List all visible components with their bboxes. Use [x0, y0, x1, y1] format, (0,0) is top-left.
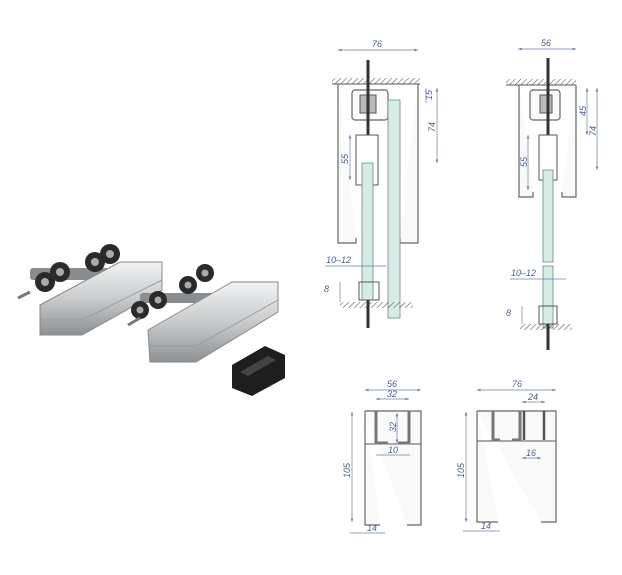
glass-clamp-1	[39, 261, 163, 336]
glass-clamp-2	[147, 281, 279, 363]
drawing-single-profile: 56 32 32 10 105 14	[342, 379, 422, 534]
dim-channel-width: 32	[387, 389, 397, 399]
dim-floor-guide: 8	[324, 284, 329, 294]
dim-width: 56	[541, 38, 551, 48]
dim-height: 74	[588, 126, 598, 136]
dim-lip: 14	[367, 523, 377, 533]
dim-slot: 16	[526, 448, 536, 458]
dim-glass-thickness: 10–12	[326, 255, 351, 265]
drawing-double-door: 76 15 74 55 10–12 8	[324, 39, 439, 328]
dim-clamp: 55	[519, 156, 529, 167]
dim-lip: 14	[481, 521, 491, 531]
dim-top-gap: 45	[578, 105, 588, 116]
drawing-single-door: 56 45 74 55 10–12 8	[506, 38, 599, 350]
dim-floor-guide: 8	[506, 308, 511, 318]
dim-channel-height: 32	[388, 422, 398, 432]
dim-height: 74	[427, 122, 437, 132]
dim-width: 76	[512, 379, 522, 389]
dim-clamp: 55	[340, 153, 350, 164]
dim-top-gap: 15	[424, 89, 434, 100]
drawing-double-profile: 76 24 16 105 14	[456, 379, 557, 532]
dim-slot: 10	[388, 445, 398, 455]
floor-guide-stopper	[232, 346, 285, 396]
dim-height: 105	[456, 462, 466, 478]
dim-glass-thickness: 10–12	[511, 268, 536, 278]
dim-width: 76	[372, 39, 382, 49]
dim-height: 105	[342, 462, 352, 478]
product-photo	[17, 244, 285, 396]
dim-channel-width: 24	[527, 392, 538, 402]
dim-width: 56	[387, 379, 397, 389]
